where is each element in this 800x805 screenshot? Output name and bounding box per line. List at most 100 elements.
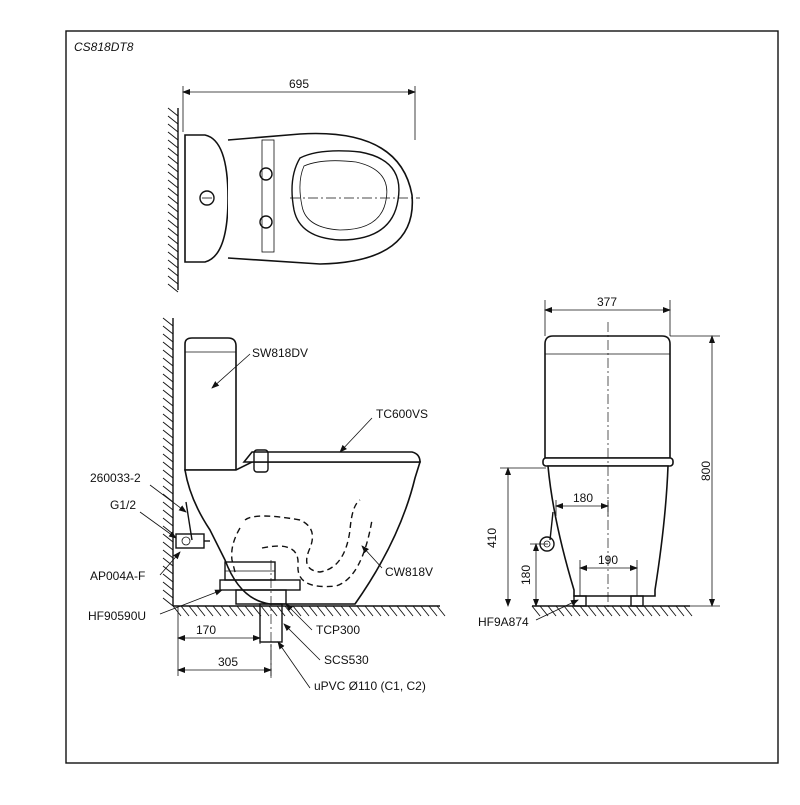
hatch-stroke (404, 605, 414, 617)
seat-side (242, 451, 421, 463)
hatch-stroke (162, 381, 174, 391)
label-connector: TCP300 (316, 623, 360, 637)
label-tank: SW818DV (252, 346, 308, 360)
seat-inner-top (299, 160, 388, 231)
hatch-stroke (167, 235, 179, 245)
hatch-stroke (659, 605, 669, 617)
hatch-stroke (204, 605, 214, 617)
hinge-plate (261, 139, 275, 253)
hatch-stroke (635, 605, 645, 617)
hatch-stroke (292, 605, 302, 617)
hatch-stroke (412, 605, 422, 617)
hatch-stroke (675, 605, 685, 617)
hatch-stroke (167, 267, 179, 277)
hatch-stroke (162, 405, 174, 415)
hatch-stroke (162, 349, 174, 359)
hatch-stroke (167, 211, 179, 221)
hatch-stroke (167, 155, 179, 165)
label-bowl: CW818V (385, 565, 433, 579)
hatch-stroke (162, 429, 174, 439)
wall-hatch-top (167, 107, 179, 293)
hatch-stroke (188, 605, 198, 617)
hatch-stroke (162, 453, 174, 463)
tank-side (184, 337, 237, 471)
hatch-stroke (332, 605, 342, 617)
hatch-stroke (162, 589, 174, 599)
hatch-stroke (396, 605, 406, 617)
hatch-stroke (172, 605, 182, 617)
hatch-stroke (300, 605, 310, 617)
hinge-bolt-icon (259, 167, 273, 181)
hatch-stroke (244, 605, 254, 617)
bowl-top-outline (227, 132, 414, 265)
hatch-stroke (683, 605, 693, 617)
drawing-frame (65, 30, 779, 764)
tank-front (544, 335, 671, 459)
hatch-stroke (316, 605, 326, 617)
hatch-stroke (167, 219, 179, 229)
label-flange: HF90590U (88, 609, 146, 623)
hatch-stroke (162, 565, 174, 575)
hinge-bolt-icon (259, 215, 273, 229)
hatch-stroke (380, 605, 390, 617)
hatch-stroke (162, 557, 174, 567)
top-view: 695 (167, 77, 420, 293)
hatch-stroke (436, 605, 446, 617)
hatch-stroke (162, 365, 174, 375)
dim-height: 800 (699, 461, 713, 481)
hatch-stroke (340, 605, 350, 617)
hatch-stroke (167, 139, 179, 149)
dim-side-width: 377 (597, 295, 617, 309)
hatch-stroke (162, 469, 174, 479)
hatch-stroke (162, 597, 174, 607)
label-seat: TC600VS (376, 407, 428, 421)
hatch-stroke (348, 605, 358, 617)
dim-wall-outlet: 170 (196, 623, 216, 637)
hatch-stroke (162, 541, 174, 551)
model-title: CS818DT8 (74, 40, 134, 54)
dim-inner-180: 180 (573, 491, 593, 505)
hatch-stroke (162, 389, 174, 399)
hatch-stroke (420, 605, 430, 617)
side-view: 170 305 SW818DV TC600VS 260033-2 G1/2 AP… (88, 317, 446, 693)
hatch-stroke (236, 605, 246, 617)
hatch-stroke (167, 115, 179, 125)
hatch-stroke (167, 179, 179, 189)
label-drain: uPVC Ø110 (C1, C2) (314, 679, 426, 693)
hatch-stroke (167, 283, 179, 293)
bowl-front (547, 465, 669, 597)
hatch-stroke (167, 227, 179, 237)
hatch-stroke (667, 605, 677, 617)
flush-button-icon (199, 190, 215, 206)
label-pipe-kit: SCS530 (324, 653, 369, 667)
hatch-stroke (563, 605, 573, 617)
hatch-stroke (162, 413, 174, 423)
hatch-stroke (162, 397, 174, 407)
seat-outline-top (291, 150, 400, 241)
hatch-stroke (167, 259, 179, 269)
hatch-stroke (162, 317, 174, 327)
hatch-stroke (220, 605, 230, 617)
hatch-stroke (167, 203, 179, 213)
dim-foot-height: 180 (519, 565, 533, 585)
hatch-stroke (162, 373, 174, 383)
hatch-stroke (167, 171, 179, 181)
hatch-stroke (162, 573, 174, 583)
hatch-stroke (167, 123, 179, 133)
hatch-stroke (212, 605, 222, 617)
hatch-stroke (162, 333, 174, 343)
hatch-stroke (651, 605, 661, 617)
hatch-stroke (162, 509, 174, 519)
hatch-stroke (162, 517, 174, 527)
dim-top-width: 695 (289, 77, 309, 91)
hatch-stroke (611, 605, 621, 617)
dim-foot-spacing: 190 (598, 553, 618, 567)
hatch-stroke (162, 341, 174, 351)
hatch-stroke (643, 605, 653, 617)
hatch-stroke (539, 605, 549, 617)
tank-top-outline (184, 134, 229, 263)
hatch-stroke (308, 605, 318, 617)
hatch-stroke (268, 605, 278, 617)
